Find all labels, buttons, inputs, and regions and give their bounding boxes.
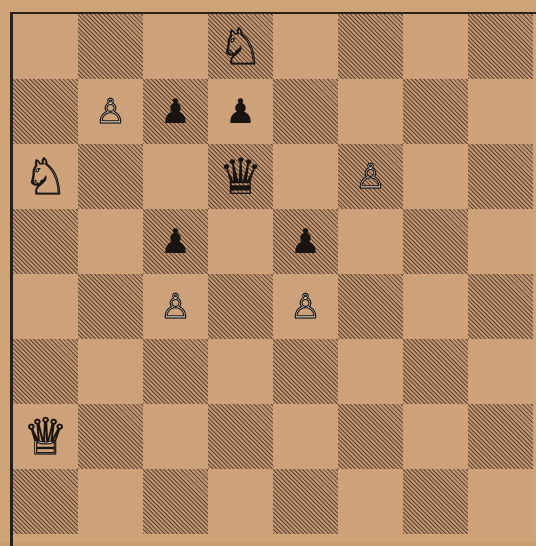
square-d6[interactable]: ♛ [208,144,273,209]
white-queen-icon[interactable]: ♕ [23,412,68,462]
square-c8[interactable] [143,14,208,79]
square-g4[interactable] [403,274,468,339]
square-c4[interactable]: ♙ [143,274,208,339]
square-f7[interactable] [338,79,403,144]
square-b2[interactable] [78,404,143,469]
square-b5[interactable] [78,209,143,274]
square-b6[interactable] [78,144,143,209]
square-g2[interactable] [403,404,468,469]
square-b3[interactable] [78,339,143,404]
square-f1[interactable] [338,469,403,534]
square-a5[interactable] [13,209,78,274]
black-pawn-icon[interactable]: ♟ [160,225,190,259]
square-c7[interactable]: ♟ [143,79,208,144]
square-h5[interactable] [468,209,533,274]
square-h4[interactable] [468,274,533,339]
square-h7[interactable] [468,79,533,144]
square-b1[interactable] [78,469,143,534]
square-a6[interactable]: ♘ [13,144,78,209]
square-b7[interactable]: ♙ [78,79,143,144]
square-c1[interactable] [143,469,208,534]
square-d3[interactable] [208,339,273,404]
white-knight-icon[interactable]: ♘ [23,152,68,202]
square-e3[interactable] [273,339,338,404]
square-b4[interactable] [78,274,143,339]
square-e5[interactable]: ♟ [273,209,338,274]
square-d5[interactable] [208,209,273,274]
square-d7[interactable]: ♟ [208,79,273,144]
square-b8[interactable] [78,14,143,79]
square-c3[interactable] [143,339,208,404]
square-e2[interactable] [273,404,338,469]
square-a4[interactable] [13,274,78,339]
square-e8[interactable] [273,14,338,79]
square-h2[interactable] [468,404,533,469]
square-f4[interactable] [338,274,403,339]
square-e1[interactable] [273,469,338,534]
square-f8[interactable] [338,14,403,79]
square-d4[interactable] [208,274,273,339]
square-h1[interactable] [468,469,533,534]
square-e6[interactable] [273,144,338,209]
chess-board: ♘ ♙ ♟ ♟ ♘ ♛ ♙ ♟ ♟ ♙ ♙ ♕ [13,14,533,542]
square-a2[interactable]: ♕ [13,404,78,469]
square-e7[interactable] [273,79,338,144]
square-e4[interactable]: ♙ [273,274,338,339]
white-pawn-icon[interactable]: ♙ [355,160,385,194]
square-a7[interactable] [13,79,78,144]
square-a1[interactable] [13,469,78,534]
white-pawn-icon[interactable]: ♙ [160,290,190,324]
white-pawn-icon[interactable]: ♙ [290,290,320,324]
square-f5[interactable] [338,209,403,274]
square-g8[interactable] [403,14,468,79]
square-c2[interactable] [143,404,208,469]
white-pawn-icon[interactable]: ♙ [95,95,125,129]
black-pawn-icon[interactable]: ♟ [225,95,255,129]
square-g6[interactable] [403,144,468,209]
square-d1[interactable] [208,469,273,534]
white-knight-icon[interactable]: ♘ [218,22,263,72]
square-g5[interactable] [403,209,468,274]
square-c6[interactable] [143,144,208,209]
square-g3[interactable] [403,339,468,404]
square-h3[interactable] [468,339,533,404]
square-g7[interactable] [403,79,468,144]
square-c5[interactable]: ♟ [143,209,208,274]
square-d2[interactable] [208,404,273,469]
square-h6[interactable] [468,144,533,209]
black-pawn-icon[interactable]: ♟ [290,225,320,259]
black-pawn-icon[interactable]: ♟ [160,95,190,129]
square-g1[interactable] [403,469,468,534]
square-f2[interactable] [338,404,403,469]
square-d8[interactable]: ♘ [208,14,273,79]
square-f6[interactable]: ♙ [338,144,403,209]
black-queen-icon[interactable]: ♛ [218,152,263,202]
square-h8[interactable] [468,14,533,79]
square-a8[interactable] [13,14,78,79]
square-f3[interactable] [338,339,403,404]
square-a3[interactable] [13,339,78,404]
